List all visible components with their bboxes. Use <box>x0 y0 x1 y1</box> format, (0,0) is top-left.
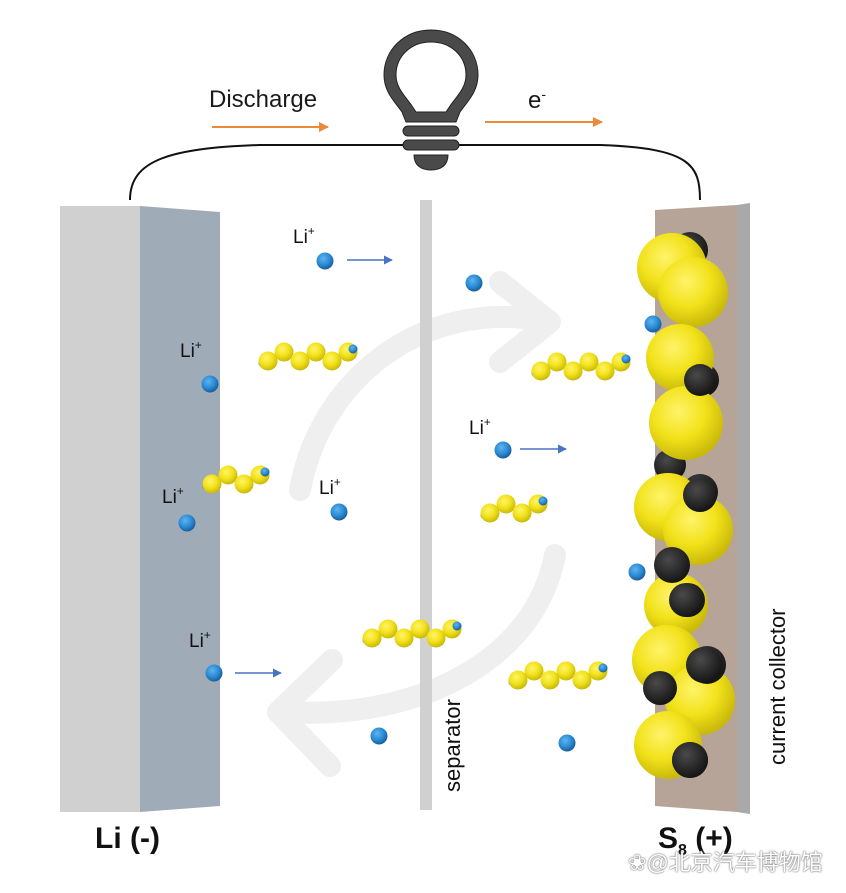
anode-front-face <box>60 206 140 812</box>
lithium-ion <box>494 441 512 459</box>
li-ion-label: Li+ <box>189 628 211 652</box>
sulfur-atom <box>563 361 583 381</box>
sulfur-atom <box>218 465 238 485</box>
sulfur-atom <box>362 628 382 648</box>
sulfur-atom <box>540 670 560 690</box>
discharge-label: Discharge <box>209 86 318 113</box>
li-ion-label: Li+ <box>293 224 315 248</box>
lithium-ions <box>178 252 662 752</box>
lithium-ion <box>465 274 483 292</box>
chain-lithium-end <box>348 344 358 354</box>
chain-lithium-end <box>260 467 270 477</box>
separator-membrane <box>420 200 432 810</box>
cycle-arrows <box>267 271 566 777</box>
li-ion-label: Li+ <box>180 338 202 362</box>
sulfur-atom <box>394 628 414 648</box>
electron-charge: - <box>541 86 547 102</box>
sulfur-atom <box>547 352 567 372</box>
sulfur-atom <box>290 351 310 371</box>
lightbulb-icon <box>383 29 479 171</box>
polysulfide-chain <box>258 342 358 371</box>
electron-symbol: e <box>528 87 542 114</box>
current-collector-label: current collector <box>765 608 790 765</box>
sulfur-atom <box>274 342 294 362</box>
polysulfide-chain <box>531 352 631 381</box>
cycle-arrow-upper <box>289 305 551 501</box>
sulfur-atom <box>579 352 599 372</box>
sulfur-particle <box>658 257 728 327</box>
lithium-ion <box>644 315 662 333</box>
lithium-ion <box>201 375 219 393</box>
sulfur-atom <box>595 361 615 381</box>
li-ion-label: Li+ <box>162 484 184 508</box>
sulfur-atom <box>234 474 254 494</box>
paw-icon: ❀ <box>628 850 647 875</box>
sulfur-atom <box>496 494 516 514</box>
carbon-particle <box>654 547 690 583</box>
lithium-ion <box>178 514 196 532</box>
sulfur-atom <box>480 503 500 523</box>
carbon-particle <box>683 478 717 512</box>
sulfur-atom <box>508 670 528 690</box>
anode-label: Li (-) <box>95 822 160 855</box>
sulfur-atom <box>572 670 592 690</box>
chain-lithium-end <box>621 354 631 364</box>
lithium-ion <box>316 252 334 270</box>
electron-label: e- <box>528 86 546 115</box>
lithium-ion <box>330 503 348 521</box>
sulfur-carbon-composite <box>632 232 735 779</box>
sulfur-particle <box>649 386 723 460</box>
cycle-arrow-upper-head <box>489 271 561 373</box>
chain-lithium-end <box>452 621 462 631</box>
carbon-particle <box>684 364 716 396</box>
lithium-ion <box>205 664 223 682</box>
chain-lithium-end <box>598 663 608 673</box>
sulfur-atom <box>378 619 398 639</box>
sulfur-atom <box>524 661 544 681</box>
carbon-particle <box>643 671 677 705</box>
separator-label: separator <box>440 699 465 792</box>
polysulfide-chains <box>202 342 631 690</box>
carbon-particle <box>686 647 722 683</box>
lithium-ion <box>628 563 646 581</box>
lithium-ion <box>370 727 388 745</box>
sulfur-atom <box>202 474 222 494</box>
polysulfide-chain <box>202 465 270 494</box>
polysulfide-chain <box>480 494 548 523</box>
sulfur-atom <box>410 619 430 639</box>
polysulfide-chain <box>508 661 608 690</box>
sulfur-atom <box>322 351 342 371</box>
sulfur-particle <box>663 495 733 565</box>
sulfur-atom <box>258 351 278 371</box>
cathode-label: S8 (+) <box>658 822 733 859</box>
polysulfide-chain <box>362 619 462 648</box>
chain-lithium-end <box>538 496 548 506</box>
sulfur-atom <box>512 503 532 523</box>
anode-side-face <box>140 206 220 812</box>
sulfur-atom <box>531 361 551 381</box>
carbon-particle <box>669 583 703 617</box>
sulfur-atom <box>306 342 326 362</box>
cycle-arrow-lower <box>274 544 566 724</box>
lithium-anode <box>60 206 220 812</box>
sulfur-atom <box>426 628 446 648</box>
collector-edge <box>737 203 750 814</box>
external-circuit-wire <box>129 144 701 201</box>
watermark: ❀@北京汽车博物馆 <box>628 850 823 875</box>
li-ion-label: Li+ <box>319 475 341 499</box>
li-ion-label: Li+ <box>469 415 491 439</box>
lithium-ion <box>558 734 576 752</box>
cycle-arrow-lower-head <box>267 649 343 777</box>
sulfur-atom <box>556 661 576 681</box>
carbon-particle <box>672 742 708 778</box>
